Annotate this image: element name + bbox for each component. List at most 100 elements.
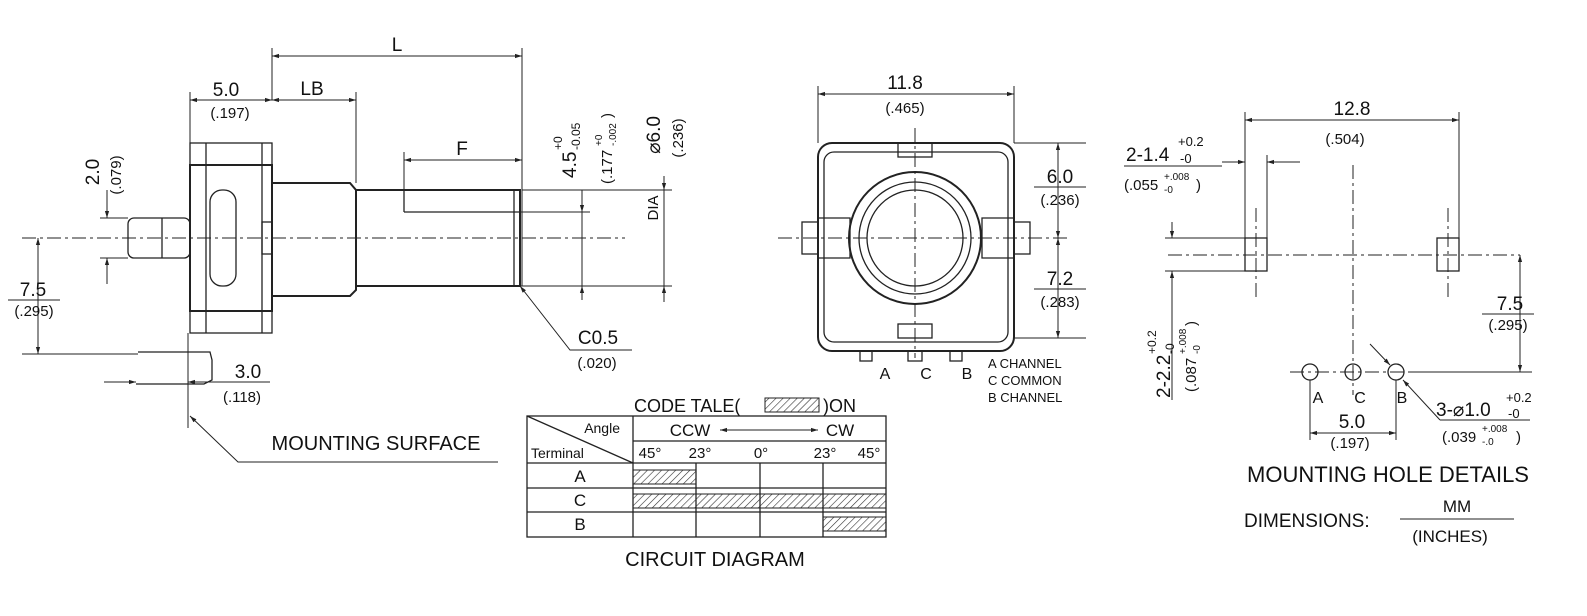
code-table-hatch-legend xyxy=(764,397,820,413)
holes-tol-hi: +0.2 xyxy=(1506,390,1532,405)
holes-in-tol-lo: -.0 xyxy=(1482,437,1494,448)
unit-mm: MM xyxy=(1443,497,1471,516)
body-bottom-tab xyxy=(189,310,273,334)
front-pin-b: B xyxy=(962,366,973,383)
mount-dim-7-5-in: (.295) xyxy=(1488,317,1527,334)
row-b-on-segment xyxy=(822,516,887,532)
dim-4-5-in: (.177 xyxy=(599,150,616,184)
dim-F: F xyxy=(456,139,468,160)
mount-dim-7-5: 7.5 xyxy=(1497,294,1523,315)
shaft xyxy=(356,189,521,287)
body-top-tab xyxy=(189,142,273,166)
dim-4-5-in-tol-hi: +0 xyxy=(594,134,605,146)
row-a-on-segment xyxy=(632,469,697,485)
slot-h: 2-2.2 xyxy=(1154,355,1175,398)
slot-h-in-tol-hi: +.008 xyxy=(1178,328,1189,354)
angle-45-cw: 45° xyxy=(858,445,881,462)
slot-w-in-tol-hi: +.008 xyxy=(1164,172,1190,183)
angle-45-ccw: 45° xyxy=(639,445,662,462)
dim-7-2: 7.2 xyxy=(1047,269,1073,290)
angle-23-ccw: 23° xyxy=(689,445,712,462)
holes-in-close: ) xyxy=(1516,429,1521,446)
dim-7-5: 7.5 xyxy=(20,280,46,301)
legend-b-channel: B CHANNEL xyxy=(988,390,1062,405)
dim-dia6: ⌀6.0 xyxy=(644,116,665,154)
shaft-circle xyxy=(866,189,964,287)
mount-dim-5-0-in: (.197) xyxy=(1330,435,1369,452)
ccw-label: CCW xyxy=(670,421,711,440)
slot-w-in: (.055 xyxy=(1124,177,1158,194)
mounting-surface-label: MOUNTING SURFACE xyxy=(272,433,481,455)
dim-6-0-in: (.236) xyxy=(1040,192,1079,209)
holes-in: (.039 xyxy=(1442,429,1476,446)
angle-0: 0° xyxy=(754,445,768,462)
terminal-pin xyxy=(136,351,213,385)
slot-h-in-tol-lo: -0 xyxy=(1192,345,1203,354)
cw-label: CW xyxy=(826,421,854,440)
mount-dim-5-0: 5.0 xyxy=(1339,412,1365,433)
dim-12-8-in: (.504) xyxy=(1325,131,1364,148)
row-c: C xyxy=(574,491,586,510)
dim-4-5: 4.5 xyxy=(560,152,581,178)
code-table-title-post: )ON xyxy=(823,396,856,416)
front-pin-c: C xyxy=(920,366,932,383)
legend-a-channel: A CHANNEL xyxy=(988,356,1062,371)
dim-2-0-in: (.079) xyxy=(108,155,125,194)
dim-3-0: 3.0 xyxy=(235,362,261,383)
mount-slot-right xyxy=(1436,237,1460,272)
slot-height-in-group: (.087 +.008 -0 ) xyxy=(1178,321,1203,392)
mount-slot-left xyxy=(1244,237,1268,272)
dimensions-label: DIMENSIONS: xyxy=(1244,511,1370,532)
dim-6-0: 6.0 xyxy=(1047,167,1073,188)
slot-height-group: 2-2.2 +0.2 -0 xyxy=(1145,330,1177,398)
angle-label: Angle xyxy=(584,420,620,436)
angle-23-cw: 23° xyxy=(814,445,837,462)
row-a: A xyxy=(574,467,586,486)
slot-h-tol-hi: +0.2 xyxy=(1145,330,1159,354)
dim-4-5-tol-hi: +0 xyxy=(551,136,565,150)
holes-tol-lo: -0 xyxy=(1508,406,1520,421)
legend-c-common: C COMMON xyxy=(988,373,1062,388)
code-table-title-pre: CODE TALE( xyxy=(634,396,740,416)
dim-4-5-tol-lo: -0.05 xyxy=(569,122,583,150)
dim-5-0: 5.0 xyxy=(213,80,239,101)
dim-dia6-in: (.236) xyxy=(670,118,687,157)
slot-w-in-tol-lo: -0 xyxy=(1164,185,1173,196)
bushing-circle xyxy=(848,171,982,305)
circuit-caption: CIRCUIT DIAGRAM xyxy=(625,549,805,571)
slot-width-group: 2-1.4 +0.2 -0 (.055 +.008 -0 ) xyxy=(1124,134,1204,196)
front-body xyxy=(817,142,1015,352)
bushing xyxy=(272,182,357,297)
holes-dia: 3-⌀1.0 xyxy=(1436,400,1491,421)
slot-h-in: (.087 xyxy=(1183,358,1200,392)
holes-group: 3-⌀1.0 +0.2 -0 (.039 +.008 -.0 ) xyxy=(1436,390,1532,448)
row-c-on-segment xyxy=(632,493,887,509)
slot-h-tol-lo: -0 xyxy=(1163,343,1177,354)
slot-w-tol-hi: +0.2 xyxy=(1178,134,1204,149)
dim-4-5-in-tol-lo: -.002 xyxy=(608,123,619,146)
slot-w-in-close: ) xyxy=(1196,177,1201,194)
body-slot xyxy=(209,189,237,287)
left-stub xyxy=(127,217,191,259)
mounting-hole-details: A C B 12.8 (.504) 2-1.4 +0.2 -0 (.055 +.… xyxy=(1124,99,1534,546)
front-pin-a: A xyxy=(880,366,891,383)
slot-h-in-close: ) xyxy=(1183,321,1200,326)
mount-pin-c: C xyxy=(1354,390,1366,407)
dim-7-5-in: (.295) xyxy=(14,303,53,320)
circuit-diagram: CODE TALE( )ON Angle Terminal CCW CW 45°… xyxy=(526,396,887,571)
mount-pin-a: A xyxy=(1313,390,1324,407)
code-table xyxy=(526,415,887,538)
chamfer-in: (.020) xyxy=(577,355,616,372)
dim-3-0-in: (.118) xyxy=(223,389,261,406)
dim-4-5-group: 4.5 +0 -0.05 xyxy=(551,122,583,178)
dim-7-2-in: (.283) xyxy=(1040,294,1079,311)
dim-5-0-in: (.197) xyxy=(210,105,249,122)
holes-in-tol-hi: +.008 xyxy=(1482,424,1508,435)
unit-inches: (INCHES) xyxy=(1412,527,1488,546)
front-view: A C B A CHANNEL C COMMON B CHANNEL 11.8 … xyxy=(778,73,1086,405)
side-view: L LB 5.0 (.197) F 2.0 (.079) 7.5 (.295) … xyxy=(8,35,687,463)
dim-2-0: 2.0 xyxy=(83,159,104,185)
dim-L: L xyxy=(392,35,403,56)
chamfer: C0.5 xyxy=(578,328,618,349)
